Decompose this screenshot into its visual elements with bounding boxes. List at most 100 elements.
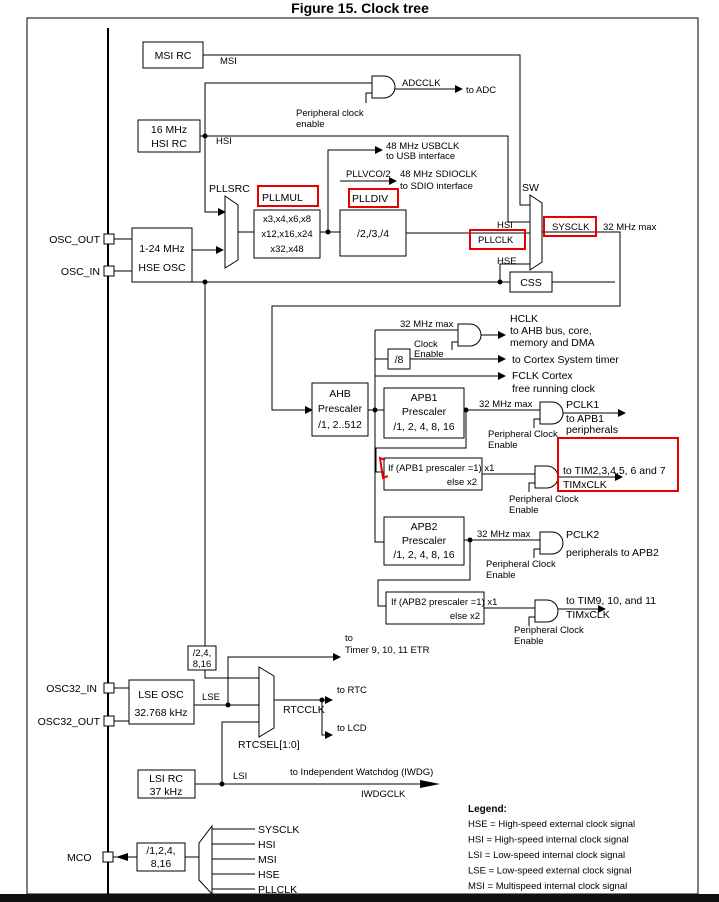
tim-apb1-highlight [557, 437, 679, 492]
osc-out-label: OSC_OUT [49, 234, 100, 246]
mco-div-label-1: /1,2,4, [146, 845, 175, 857]
pclk2-max-label: 32 MHz max [477, 529, 531, 540]
msi-signal-label: MSI [220, 56, 237, 67]
pclk1-dest-1: to APB1 [566, 413, 604, 425]
rtcsel-label: RTCSEL[1:0] [238, 739, 300, 751]
tim1-and-gate [534, 465, 559, 489]
sdio-label-1: 48 MHz SDIOCLK [400, 169, 478, 180]
junction-dot [202, 133, 208, 139]
pclk1-dest-2: peripherals [566, 424, 618, 436]
legend-item: MSI = Multispeed internal clock signal [468, 881, 627, 892]
clock-enable-label-1: Clock [414, 339, 438, 350]
pllvco2-label: PLLVCO/2 [346, 169, 391, 180]
apb1-label-1: APB1 [411, 392, 438, 404]
apb2-label-1: APB2 [411, 521, 438, 533]
pce1-label-1: Peripheral Clock [488, 429, 558, 440]
legend-title: Legend: [468, 804, 507, 815]
iwdg-arrow [420, 780, 440, 788]
lcd-line [321, 700, 333, 739]
osc32-in-pin [103, 682, 115, 694]
tim-apb1-label: to TIM2,3,4,5, 6 and 7 [563, 465, 666, 477]
tim2-and-gate [534, 599, 559, 623]
plldiv-block [339, 209, 407, 257]
tim1-feed-line [375, 410, 467, 473]
hsi-rc-label-1: 16 MHz [151, 124, 187, 136]
usb-label-1: 48 MHz USBCLK [386, 141, 460, 152]
pllmul-options-2: x12,x16,x24 [261, 229, 312, 240]
apb1-prescaler-block [383, 387, 465, 439]
junction-dot [372, 407, 378, 413]
lse-osc-block [128, 679, 195, 725]
hclk-max-label: 32 MHz max [400, 319, 454, 330]
hsi-to-adc-line [204, 82, 372, 136]
tim1-enable-line [528, 482, 535, 492]
sw-label: SW [522, 182, 539, 194]
tim2-feed-line [377, 540, 471, 607]
mco-label: MCO [67, 852, 92, 864]
hse-to-sw-line [499, 263, 532, 282]
to-rtc-label: to RTC [337, 685, 367, 696]
pclk1-max-label: 32 MHz max [479, 399, 533, 410]
lsi-rc-block [137, 769, 196, 799]
hse-osc-label-2: HSE OSC [138, 262, 186, 274]
sw-mux [529, 194, 543, 271]
usb-branch-line [327, 146, 383, 232]
mco-source-label: SYSCLK [258, 824, 299, 836]
clock-enable-label-2: Enable [414, 349, 444, 360]
pllsrc-label: PLLSRC [209, 183, 250, 195]
pclk2-enable-line [533, 548, 540, 558]
apb2-label-2: Prescaler [402, 535, 447, 547]
pce4-label-2: Enable [514, 636, 544, 647]
rtc-div-out-line [204, 670, 259, 679]
adcclk-label: ADCCLK [402, 78, 441, 89]
osc-in-label: OSC_IN [61, 266, 100, 278]
plldiv-label: PLLDIV [352, 193, 388, 205]
junction-dot [225, 702, 231, 708]
lsi-rc-label-2: 37 kHz [150, 786, 183, 798]
tim2-multiplier-block [385, 591, 485, 625]
hsi-rc-label-2: HSI RC [151, 138, 187, 150]
sysclk-line [271, 231, 621, 414]
timxclk2-label: TIMxCLK [566, 609, 610, 621]
pce4-label-1: Peripheral Clock [514, 625, 584, 636]
tim-apb2-label: to TIM9, 10, and 11 [566, 595, 656, 607]
lsi-to-rtc-line [221, 721, 259, 784]
lse-osc-label-2: 32.768 kHz [134, 707, 187, 719]
sysclk-label: SYSCLK [552, 222, 590, 233]
pllmul-options-3: x32,x48 [270, 244, 303, 255]
plldiv-options: /2,/3,/4 [357, 228, 389, 240]
css-block [509, 271, 553, 293]
fclk-label-1: FCLK Cortex [512, 370, 573, 382]
timxclk1-label: TIMxCLK [563, 479, 607, 491]
etr-line [227, 653, 341, 705]
tim1-multiplier-block [383, 457, 483, 491]
fclk-label-2: free running clock [512, 383, 596, 395]
lse-signal-label: LSE [202, 692, 220, 703]
pllmul-options-1: x3,x4,x6,x8 [263, 214, 311, 225]
pce2-label-1: Peripheral Clock [509, 494, 579, 505]
hsi-signal-label: HSI [216, 136, 232, 147]
hclk-dest-1: to AHB bus, core, [510, 325, 592, 337]
pllclk-highlight [469, 229, 526, 250]
apb2-label-3: /1, 2, 4, 8, 16 [393, 549, 454, 561]
legend-item: LSE = Low-speed external clock signal [468, 866, 631, 877]
pclk1-and-gate [539, 401, 564, 425]
pllsrc-mux [224, 195, 239, 269]
cortex-timer-label: to Cortex System timer [512, 354, 619, 366]
pclk1-enable-line [533, 418, 540, 428]
osc32-in-label: OSC32_IN [46, 683, 97, 695]
ahb-prescaler-block [311, 382, 369, 437]
usb-label-2: to USB interface [386, 151, 455, 162]
osc32-out-label: OSC32_OUT [38, 716, 101, 728]
legend-item: LSI = Low-speed internal clock signal [468, 850, 625, 861]
pce3-label-1: Peripheral Clock [486, 559, 556, 570]
ahb-label-1: AHB [329, 388, 351, 400]
figure-frame [26, 17, 699, 894]
rtcclk-label: RTCCLK [283, 704, 325, 716]
lsi-rc-label-1: LSI RC [149, 773, 183, 785]
osc-out-pin [103, 233, 115, 245]
sw-hse-label: HSE [497, 256, 517, 267]
adc-enable-label-2: enable [296, 119, 325, 130]
junction-dot [319, 697, 325, 703]
